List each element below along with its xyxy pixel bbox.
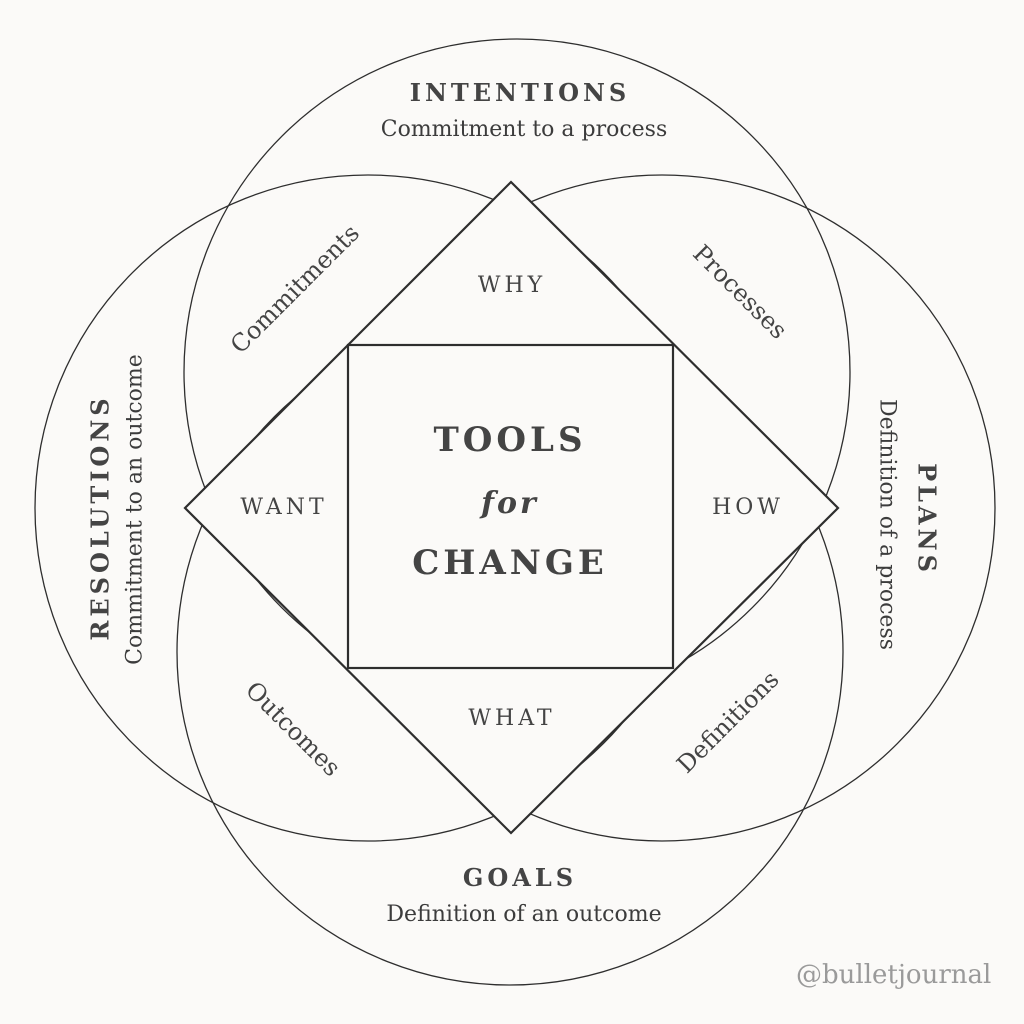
- center-square: [346, 343, 675, 670]
- resolutions-subtitle: Commitment to an outcome: [122, 354, 148, 665]
- diamond-what: WHAT: [468, 706, 556, 731]
- resolutions-heading: RESOLUTIONS: [85, 394, 115, 641]
- goals-heading: GOALS: [462, 863, 578, 892]
- title-for: for: [481, 486, 539, 521]
- intentions-subtitle: Commitment to a process: [380, 117, 668, 142]
- intentions-heading: INTENTIONS: [409, 78, 631, 107]
- goals-subtitle: Definition of an outcome: [386, 902, 662, 927]
- title-tools: TOOLS: [433, 420, 587, 460]
- diamond-how: HOW: [712, 495, 784, 520]
- diamond-why: WHY: [477, 273, 547, 298]
- credit-handle: @bulletjournal: [796, 960, 992, 990]
- title-change: CHANGE: [412, 543, 608, 583]
- plans-heading: PLANS: [912, 463, 942, 576]
- plans-subtitle: Definition of a process: [874, 398, 900, 651]
- diamond-want: WANT: [240, 495, 328, 520]
